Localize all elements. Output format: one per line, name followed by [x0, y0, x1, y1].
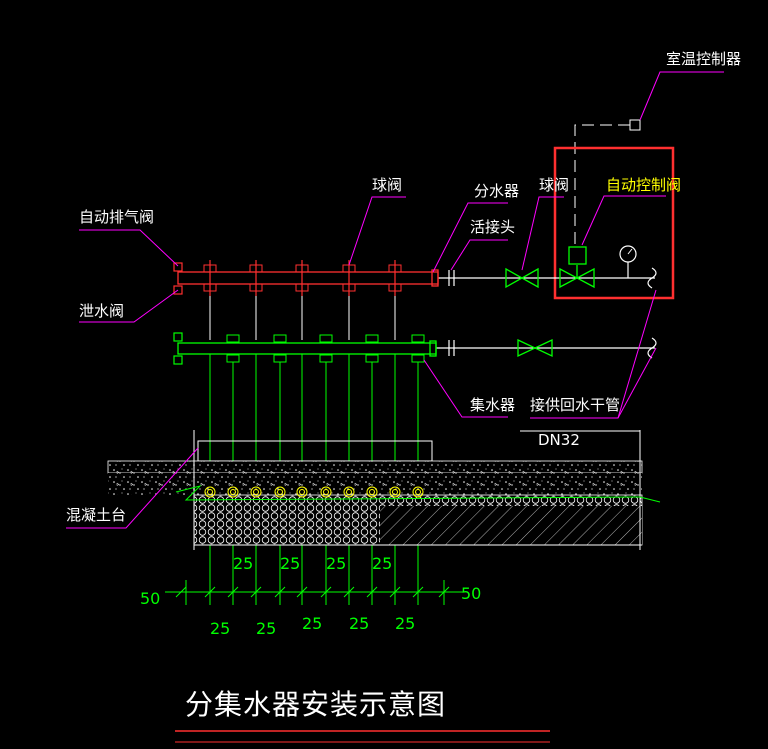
dimension-upper: 25 [326, 554, 346, 573]
ball-valve-label: 球阀 [372, 176, 402, 194]
supply-loop-pipes [209, 296, 396, 340]
leader-line [639, 71, 724, 121]
leader-line [521, 196, 564, 271]
dimension-upper: 25 [372, 554, 392, 573]
pipe-size-label: DN32 [538, 431, 580, 449]
dimension-right: 50 [461, 584, 481, 603]
leader-line [581, 195, 666, 246]
pressure-gauge-icon [619, 245, 637, 278]
concrete-base-label: 混凝土台 [66, 506, 126, 524]
return-pipe [436, 337, 657, 359]
floor-section [107, 430, 661, 550]
supply-pipe [438, 267, 657, 289]
dimension-lower: 25 [349, 614, 369, 633]
dimension-lower: 25 [302, 614, 322, 633]
leader-line [450, 239, 508, 271]
distributor-label: 分水器 [474, 182, 519, 200]
dimension-upper: 25 [280, 554, 300, 573]
leader-line [617, 289, 657, 419]
ball-valve-icon [517, 338, 553, 358]
supply-return-main-label: 接供回水干管 [530, 396, 620, 414]
drain-valve-label: 泄水阀 [79, 302, 124, 320]
dimension-lower: 25 [210, 619, 230, 638]
distributor-manifold [173, 260, 439, 296]
leader-line [66, 447, 199, 529]
leader-line [79, 229, 179, 267]
dimension-lower: 25 [256, 619, 276, 638]
leader-line [423, 359, 508, 418]
distributor-branch-valves [203, 260, 402, 296]
control-valve-icon [559, 246, 595, 289]
auto-control-valve-label: 自动控制阀 [606, 176, 681, 194]
room-temp-controller [574, 119, 641, 248]
auto-air-vent-label: 自动排气阀 [79, 208, 154, 226]
collector-branch-valves [226, 334, 425, 363]
collector-manifold [173, 332, 437, 365]
collector-label: 集水器 [470, 396, 515, 414]
heating-pipe-sections [204, 486, 424, 498]
ball-valve-icon [505, 267, 539, 289]
room-temp-controller-label: 室温控制器 [666, 50, 741, 68]
dimension-upper: 25 [233, 554, 253, 573]
dimension-lines [165, 580, 465, 605]
leader-line [432, 202, 508, 273]
dimension-left: 50 [140, 589, 160, 608]
diagram-title: 分集水器安装示意图 [185, 688, 446, 721]
leader-line [348, 196, 406, 266]
ball-valve-right-label: 球阀 [539, 176, 569, 194]
leader-line [79, 289, 179, 323]
highlight-box [553, 146, 675, 300]
dimension-lower: 25 [395, 614, 415, 633]
union-label: 活接头 [470, 218, 515, 236]
